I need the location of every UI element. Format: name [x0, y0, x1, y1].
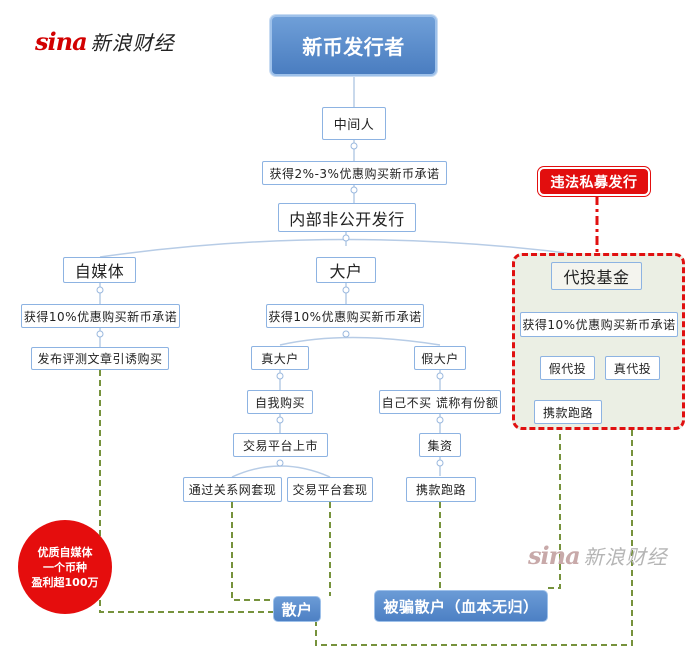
junction-dot — [436, 372, 444, 380]
connector-bigholder-split — [279, 336, 441, 346]
junction-dot — [96, 286, 104, 294]
watermark-text: 新浪财经 — [90, 31, 175, 55]
callout-line: 优质自媒体 — [37, 545, 93, 559]
exchange-listing-node: 交易平台上市 — [233, 433, 328, 457]
callout-line: 一个币种 — [43, 560, 87, 574]
proxy-abscond-node: 携款跑路 — [534, 400, 602, 424]
fake-proxy-node: 假代投 — [540, 356, 595, 380]
junction-dot — [436, 459, 444, 467]
self-buy-node: 自我购买 — [247, 390, 313, 414]
fake-big-holder-node: 假大户 — [414, 346, 466, 370]
sina-finance-watermark: sina 新浪财经 — [35, 27, 175, 56]
junction-dot — [350, 186, 358, 194]
junction-dot — [276, 416, 284, 424]
junction-dot — [342, 234, 350, 242]
junction-dot — [276, 372, 284, 380]
deceived-retail-node: 被骗散户（血本无归） — [374, 590, 548, 622]
watermark-text: 新浪财经 — [583, 545, 668, 569]
proxy-fund-node: 代投基金 — [551, 262, 642, 290]
self-media-action-node: 发布评测文章引诱购买 — [31, 347, 169, 370]
big-holder-node: 大户 — [316, 257, 376, 283]
false-claim-node: 自己不买 谎称有份额 — [379, 390, 501, 414]
abscond-node: 携款跑路 — [406, 477, 476, 502]
real-proxy-node: 真代投 — [605, 356, 660, 380]
network-cashout-node: 通过关系网套现 — [183, 477, 282, 502]
big-holder-deal-node: 获得10%优惠购买新币承诺 — [266, 304, 424, 328]
internal-issue-node: 内部非公开发行 — [278, 203, 416, 232]
dashed-link-fundrun-deceived — [548, 424, 561, 589]
dashed-link-realproxy-retail — [315, 380, 633, 646]
dashed-link-network-retail — [231, 502, 273, 601]
sina-logo: sina — [528, 541, 581, 570]
proxy-fund-deal-node: 获得10%优惠购买新币承诺 — [520, 312, 678, 337]
callout-line: 盈利超100万 — [31, 575, 99, 589]
middleman-deal-node: 获得2%-3%优惠购买新币承诺 — [262, 161, 447, 185]
illegal-placement-label: 违法私募发行 — [538, 167, 650, 196]
junction-dot — [96, 330, 104, 338]
self-media-deal-node: 获得10%优惠购买新币承诺 — [21, 304, 180, 328]
fund-raising-node: 集资 — [419, 433, 461, 457]
self-media-node: 自媒体 — [63, 257, 136, 283]
sina-logo: sina — [35, 27, 88, 56]
dashed-link-selfmedia-retail — [99, 370, 273, 613]
junction-dot — [342, 330, 350, 338]
middleman-node: 中间人 — [322, 107, 386, 140]
junction-dot — [350, 142, 358, 150]
retail-investors-node: 散户 — [273, 596, 321, 622]
issuer-node: 新币发行者 — [270, 15, 437, 76]
junction-dot — [342, 286, 350, 294]
real-big-holder-node: 真大户 — [251, 346, 309, 370]
platform-cashout-node: 交易平台套现 — [287, 477, 373, 502]
connector-listing-split — [231, 465, 331, 478]
profit-callout: 优质自媒体 一个币种 盈利超100万 — [18, 520, 112, 614]
junction-dot — [436, 416, 444, 424]
junction-dot — [276, 459, 284, 467]
sina-finance-watermark: sina 新浪财经 — [528, 541, 668, 570]
